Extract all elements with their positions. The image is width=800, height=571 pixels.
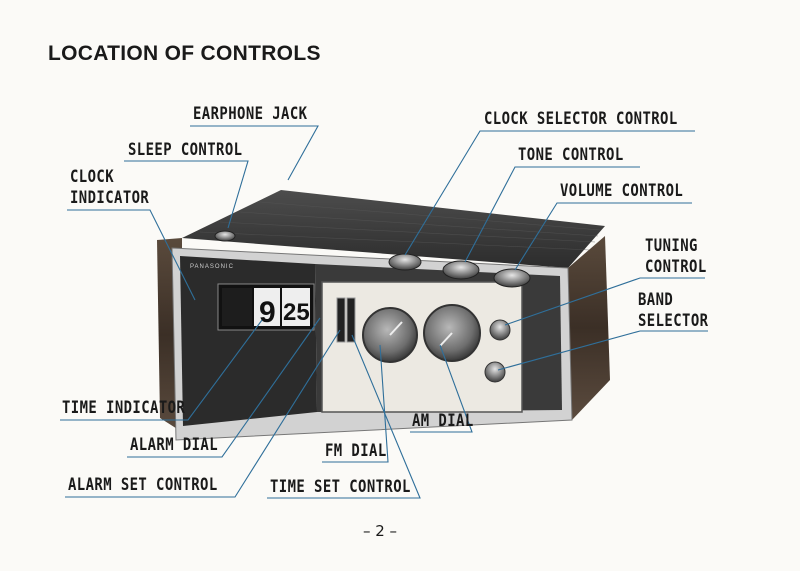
time-set-slider [346,297,356,343]
label-time-set-control: TIME SET CONTROL [270,477,411,497]
label-am-dial: AM DIAL [412,411,474,431]
band-selector-knob [484,361,506,383]
label-band-selector-line1: BAND [638,290,674,310]
tuning-knob [489,319,511,341]
clock-hour: 9 [259,296,276,329]
top-grille [182,190,605,268]
page-title: LOCATION OF CONTROLS [48,42,321,65]
label-sleep-control: SLEEP CONTROL [128,140,243,160]
label-alarm-dial: ALARM DIAL [130,435,219,455]
display-panel [180,256,317,426]
right-side-panel [568,236,610,420]
clock-selector-knob [388,253,422,271]
label-clock-selector-control: CLOCK SELECTOR CONTROL [484,109,678,129]
label-volume-control: VOLUME CONTROL [560,181,684,201]
label-tuning-control-line1: TUNING [645,236,698,256]
label-tuning-control-line2: CONTROL [645,257,707,277]
page-number: – 2 – [362,522,398,540]
label-tone-control: TONE CONTROL [518,145,624,165]
tone-knob [442,260,480,280]
label-alarm-set-control: ALARM SET CONTROL [68,475,218,495]
label-earphone-jack: EARPHONE JACK [193,104,308,124]
label-clock-indicator-line1: CLOCK [70,167,115,187]
alarm-set-slider [336,297,346,343]
brand-logo: PANASONIC [190,264,234,270]
label-clock-indicator-line2: INDICATOR [70,188,150,208]
volume-knob [493,268,531,288]
clock-minutes: 25 [283,299,310,326]
label-band-selector-line2: SELECTOR [638,311,709,331]
label-time-indicator: TIME INDICATOR [62,398,186,418]
sleep-knob [214,230,236,242]
label-fm-dial: FM DIAL [325,441,387,461]
